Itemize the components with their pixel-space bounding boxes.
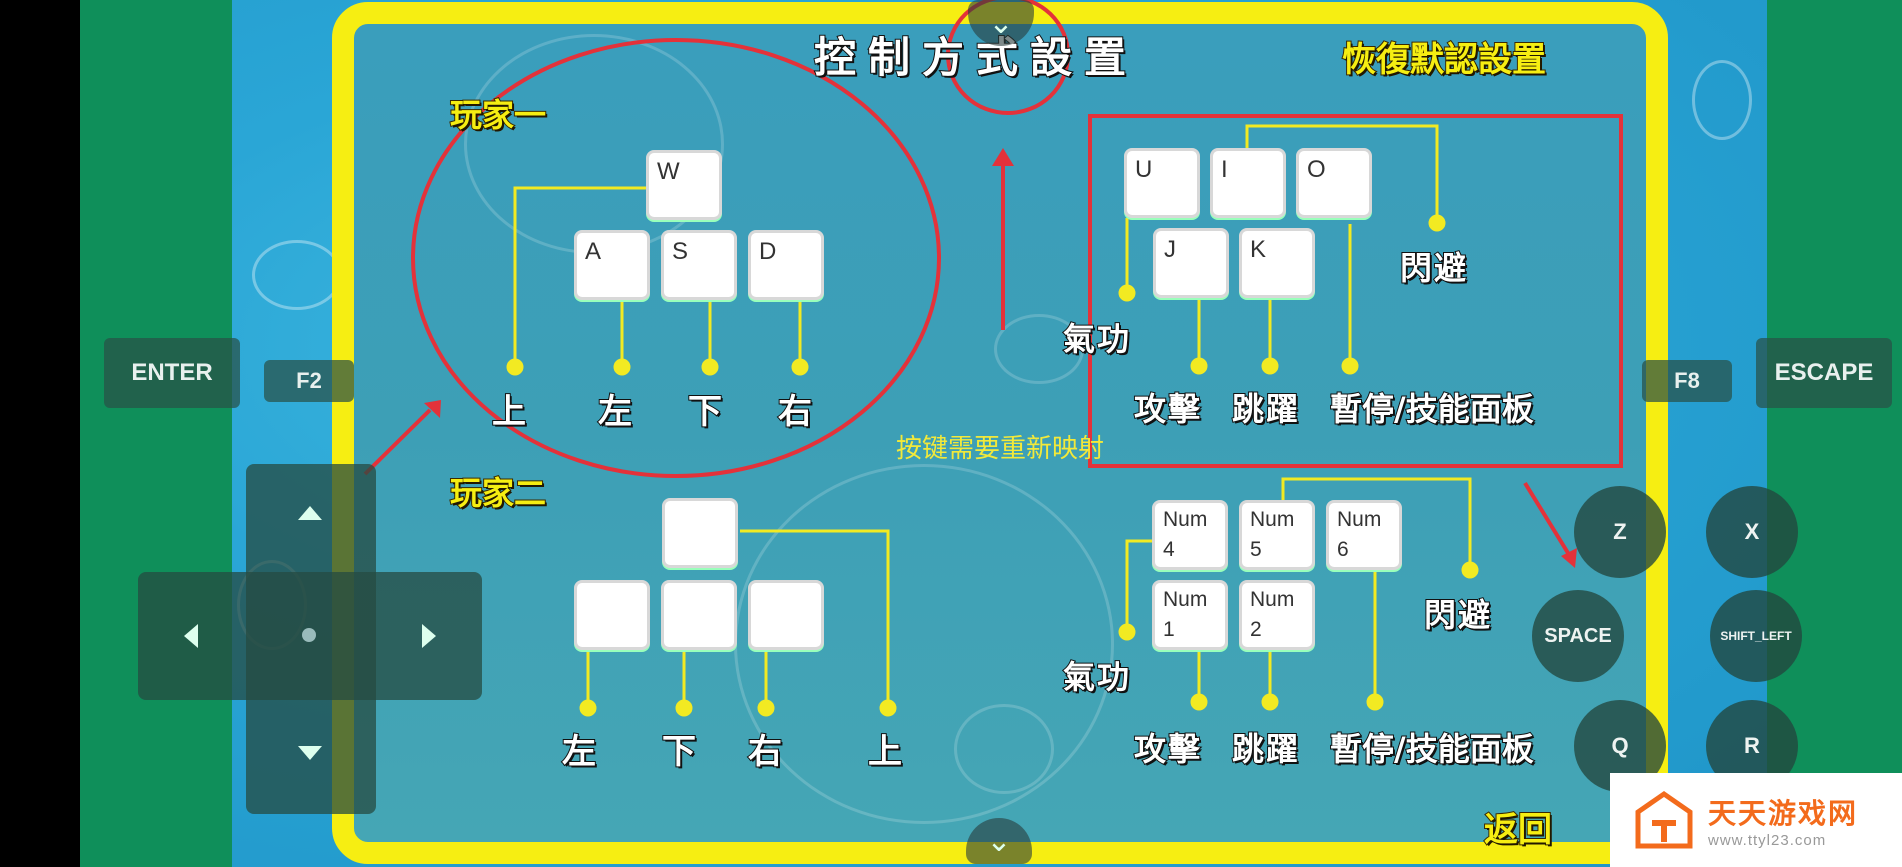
player2-label-up: 上 <box>867 731 904 773</box>
key-label: D <box>759 238 777 265</box>
player1-label: 玩家一 <box>449 95 547 135</box>
player1-label-attack: 攻擊 <box>1133 389 1203 429</box>
house-logo-icon <box>1634 790 1694 850</box>
player1-label-pause: 暫停/技能面板 <box>1329 389 1535 429</box>
key-label: U <box>1135 156 1153 183</box>
player2-label-right: 右 <box>747 731 784 773</box>
player2-label-jump: 跳躍 <box>1231 729 1301 769</box>
chevron-down-icon[interactable]: ⌄ <box>966 818 1032 864</box>
player2-label: 玩家二 <box>449 473 547 513</box>
key-player1-pause[interactable]: O <box>1296 148 1372 218</box>
key-player2-left[interactable] <box>574 580 650 650</box>
key-player2-right[interactable] <box>748 580 824 650</box>
dpad-down-icon[interactable] <box>298 746 322 760</box>
key-player1-up[interactable]: W <box>646 150 722 220</box>
watermark-url: www.ttyl23.com <box>1708 831 1827 849</box>
player1-label-right: 右 <box>777 391 814 433</box>
key-label: I <box>1221 156 1228 183</box>
watermark: 天天游戏网 www.ttyl23.com <box>1610 773 1902 867</box>
dpad-left-icon[interactable] <box>184 624 198 648</box>
dpad-center-icon <box>302 628 316 642</box>
watermark-title: 天天游戏网 <box>1708 796 1859 830</box>
key-label: Num 5 <box>1250 508 1295 561</box>
f2-button[interactable]: F2 <box>264 360 354 402</box>
shift-left-button[interactable]: SHIFT_LEFT <box>1710 590 1802 682</box>
key-player1-right[interactable]: D <box>748 230 824 300</box>
player2-label-left: 左 <box>561 731 598 773</box>
enter-button[interactable]: ENTER <box>104 338 240 408</box>
key-label: K <box>1250 236 1267 263</box>
key-label: Num 1 <box>1163 588 1208 641</box>
player2-label-attack: 攻擊 <box>1133 729 1203 769</box>
player2-label-dodge: 閃避 <box>1423 595 1493 635</box>
key-player2-dodge[interactable]: Num 5 <box>1239 500 1315 570</box>
key-label: W <box>657 158 680 185</box>
left-side-panel <box>80 0 232 867</box>
player1-label-down: 下 <box>687 391 724 433</box>
escape-button[interactable]: ESCAPE <box>1756 338 1892 408</box>
player2-label-qigong: 氣功 <box>1062 657 1132 697</box>
key-player1-dodge[interactable]: I <box>1210 148 1286 218</box>
key-player2-qigong[interactable]: Num 4 <box>1152 500 1228 570</box>
key-label: A <box>585 238 602 265</box>
key-player1-attack[interactable]: J <box>1153 228 1229 298</box>
player1-label-dodge: 閃避 <box>1399 248 1469 288</box>
player1-label-left: 左 <box>597 391 634 433</box>
remap-hint: 按键需要重新映射 <box>896 434 1105 464</box>
dpad-up-icon[interactable] <box>298 506 322 520</box>
dpad-right-icon[interactable] <box>422 624 436 648</box>
key-player1-jump[interactable]: K <box>1239 228 1315 298</box>
player1-label-qigong: 氣功 <box>1062 319 1132 359</box>
key-player2-down[interactable] <box>661 580 737 650</box>
key-label: Num 2 <box>1250 588 1295 641</box>
reset-defaults-button[interactable]: 恢復默認設置 <box>1341 39 1547 81</box>
key-label: Num 6 <box>1337 508 1382 561</box>
x-button[interactable]: X <box>1706 486 1798 578</box>
key-player2-jump[interactable]: Num 2 <box>1239 580 1315 650</box>
key-player1-qigong[interactable]: U <box>1124 148 1200 218</box>
player1-label-jump: 跳躍 <box>1231 389 1301 429</box>
key-label: J <box>1164 236 1176 263</box>
z-button[interactable]: Z <box>1574 486 1666 578</box>
key-player1-left[interactable]: A <box>574 230 650 300</box>
page-title: 控制方式設置 <box>813 32 1139 83</box>
f8-button[interactable]: F8 <box>1642 360 1732 402</box>
space-button[interactable]: SPACE <box>1532 590 1624 682</box>
player2-label-down: 下 <box>661 731 698 773</box>
key-player2-pause[interactable]: Num 6 <box>1326 500 1402 570</box>
key-label: Num 4 <box>1163 508 1208 561</box>
key-player1-down[interactable]: S <box>661 230 737 300</box>
key-label: S <box>672 238 689 265</box>
player2-label-pause: 暫停/技能面板 <box>1329 729 1535 769</box>
player1-label-up: 上 <box>491 391 528 433</box>
key-label: O <box>1307 156 1326 183</box>
key-player2-attack[interactable]: Num 1 <box>1152 580 1228 650</box>
key-player2-up[interactable] <box>662 498 738 568</box>
back-button[interactable]: 返回 <box>1483 809 1553 851</box>
